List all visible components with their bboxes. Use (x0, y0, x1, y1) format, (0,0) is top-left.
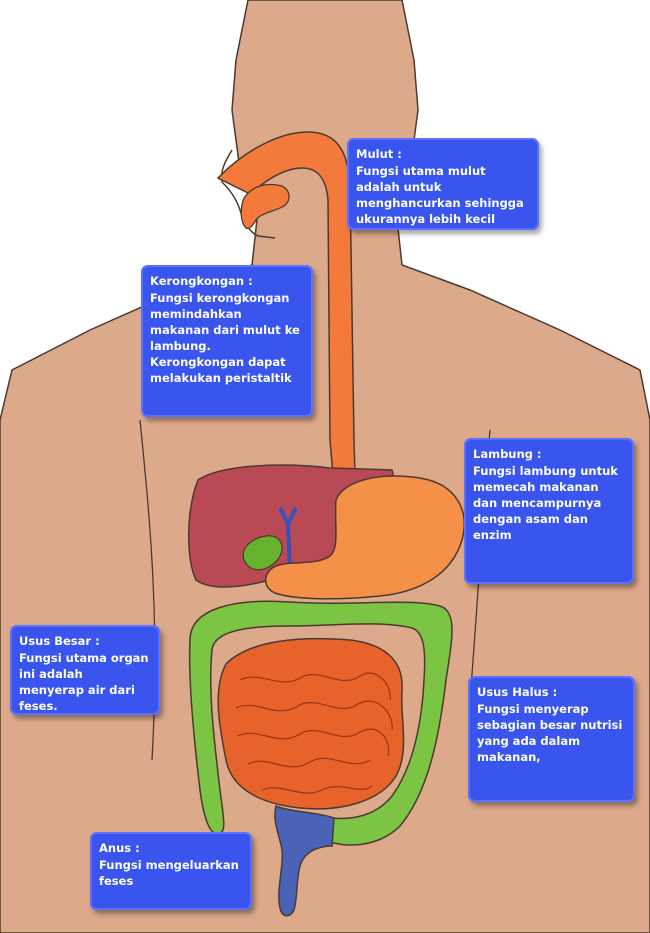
label-usus-besar-description: Fungsi utama organ ini adalah menyerap a… (19, 651, 149, 713)
label-mulut-description: Fungsi utama mulut adalah untuk menghanc… (356, 164, 524, 226)
large-intestine (188, 600, 453, 846)
label-kerongkongan-title: Kerongkongan : (150, 274, 253, 288)
label-mulut-title: Mulut : (356, 147, 402, 161)
face-profile (220, 149, 276, 239)
label-lambung-title: Lambung : (473, 447, 542, 461)
label-usus-besar-title: Usus Besar : (19, 634, 100, 648)
label-usus-halus-description: Fungsi menyerap sebagian besar nutrisi y… (477, 702, 623, 764)
small-intestine-coils (235, 672, 393, 794)
label-kerongkongan: Kerongkongan : Fungsi kerongkongan memin… (141, 265, 313, 417)
label-anus: Anus : Fungsi mengeluarkan feses (90, 832, 252, 910)
oral-cavity (240, 183, 290, 230)
label-lambung: Lambung : Fungsi lambung untuk memecah m… (464, 438, 634, 584)
label-anus-description: Fungsi mengeluarkan feses (99, 858, 239, 888)
small-intestine (217, 637, 405, 810)
label-lambung-description: Fungsi lambung untuk memecah makanan dan… (473, 464, 618, 542)
rectum (274, 804, 335, 917)
label-mulut: Mulut : Fungsi utama mulut adalah untuk … (347, 138, 539, 230)
label-kerongkongan-description: Fungsi kerongkongan memindahkan makanan … (150, 291, 300, 385)
gallbladder (242, 535, 283, 571)
label-usus-halus-title: Usus Halus : (477, 685, 558, 699)
label-usus-besar: Usus Besar : Fungsi utama organ ini adal… (10, 625, 160, 715)
label-usus-halus: Usus Halus : Fungsi menyerap sebagian be… (468, 676, 635, 802)
bile-duct (278, 507, 298, 571)
label-anus-title: Anus : (99, 841, 140, 855)
stomach (265, 475, 465, 600)
